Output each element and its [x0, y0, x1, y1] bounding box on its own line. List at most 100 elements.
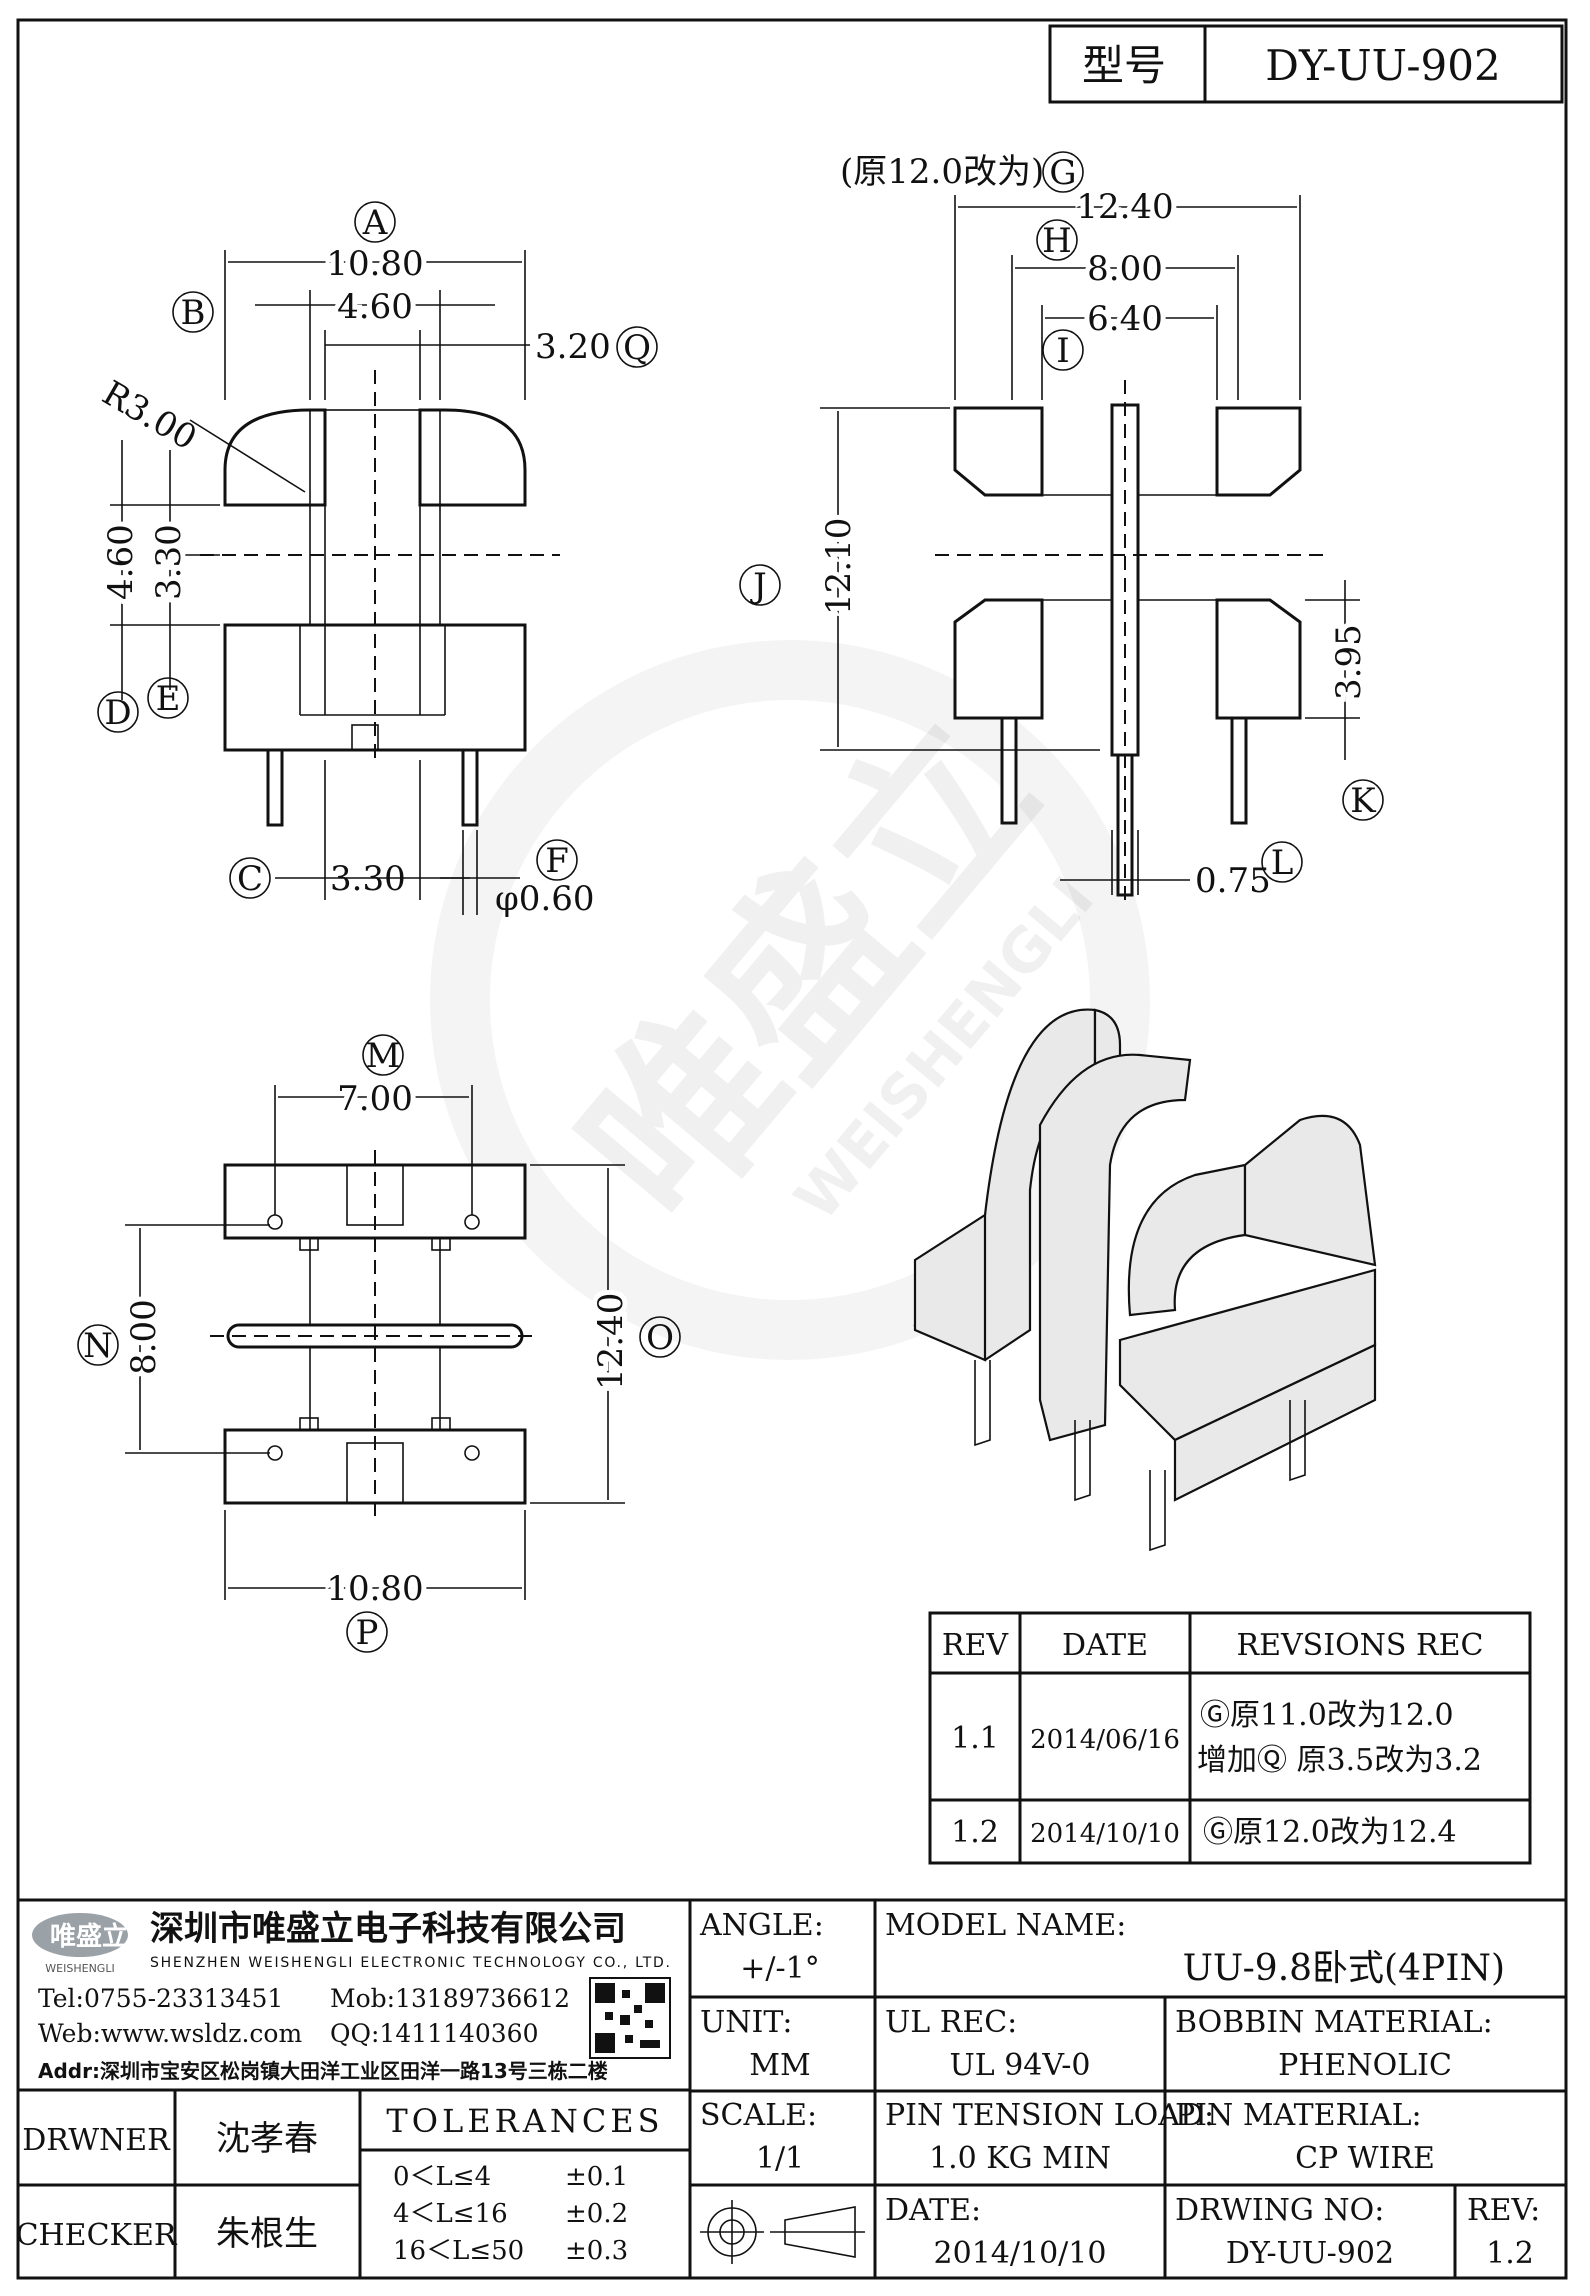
dim-K: 3.95 [1329, 624, 1369, 700]
svg-text:D: D [104, 693, 131, 733]
balloon-O: O [639, 1316, 681, 1358]
side-view-top-right-flange [1215, 406, 1302, 497]
dim-B: 4.60 [337, 287, 413, 327]
dim-L: 0.75 [1195, 861, 1271, 901]
type-label: 型号 [1082, 41, 1166, 90]
svg-text:F: F [545, 841, 569, 881]
tol-1-value: ±0.1 [565, 2162, 628, 2192]
projection-symbol [700, 2200, 865, 2264]
dim-G-note: (原12.0改为) [840, 152, 1044, 192]
company-name-cn: 深圳市唯盛立电子科技有限公司 [150, 1909, 626, 1949]
rev-row1-date: 2014/06/16 [1030, 1725, 1180, 1755]
dim-Q: 3.20 [535, 327, 611, 367]
sheet-border [16, 18, 1568, 2280]
scale-value: 1/1 [756, 2141, 804, 2176]
company-addr: Addr:深圳市宝安区松岗镇大田洋工业区田洋一路13号三栋二楼 [38, 2059, 608, 2083]
balloon-E: E [147, 677, 189, 719]
balloon-I: I [1042, 329, 1084, 371]
rev-header-rec: REVSIONS REC [1237, 1628, 1484, 1663]
company-qq: QQ:1411140360 [330, 2019, 538, 2048]
svg-text:B: B [181, 293, 206, 333]
dim-O: 12.40 [591, 1293, 631, 1390]
svg-text:L: L [1271, 843, 1294, 883]
dim-G: 12.40 [1076, 187, 1173, 227]
svg-text:C: C [237, 859, 263, 899]
front-view-pin-right [461, 748, 479, 827]
rev-row2-rev: 1.2 [951, 1815, 999, 1850]
dim-J: 12.10 [819, 518, 859, 615]
balloon-C: C [229, 857, 271, 899]
svg-text:H: H [1042, 221, 1072, 261]
dim-H: 8.00 [1087, 249, 1163, 289]
drawer-value: 沈孝春 [216, 2119, 318, 2159]
pin-tension-value: 1.0 KG MIN [929, 2141, 1111, 2176]
tol-2-value: ±0.2 [565, 2199, 628, 2229]
rev-header-rev: REV [942, 1628, 1009, 1663]
svg-text:O: O [646, 1318, 674, 1358]
bobbin-material-label: BOBBIN MATERIAL: [1175, 2005, 1493, 2040]
tol-1-range: 0＜L≤4 [393, 2162, 491, 2192]
dim-D: 4.60 [101, 524, 141, 600]
checker-value: 朱根生 [216, 2214, 318, 2254]
rev-row1-rev: 1.1 [951, 1721, 999, 1756]
tol-2-range: 4＜L≤16 [393, 2199, 508, 2229]
front-view-pin-mid [351, 724, 379, 751]
balloon-N: N [77, 1324, 119, 1366]
rev-value: 1.2 [1486, 2236, 1534, 2271]
balloon-A: A [354, 201, 396, 243]
company-logo-sub: WEISHENGLI [45, 1962, 114, 1975]
balloon-F: F [536, 839, 578, 881]
dim-C: 3.30 [330, 859, 406, 899]
model-code: DY-UU-902 [1265, 41, 1500, 90]
drawing-no-value: DY-UU-902 [1226, 2236, 1394, 2271]
rev-row2-date: 2014/10/10 [1030, 1819, 1180, 1849]
pin-material-label: PIN MATERIAL: [1175, 2098, 1422, 2133]
balloon-P: P [346, 1611, 388, 1653]
revision-table: REV DATE REVSIONS REC 1.1 2014/06/16 Ⓖ原1… [928, 1611, 1532, 1865]
dim-R: R3.00 [96, 373, 204, 458]
front-view-right-dome [418, 408, 527, 507]
date-value: 2014/10/10 [934, 2236, 1107, 2271]
side-view-pin-right [1230, 716, 1248, 825]
company-mob: Mob:13189736612 [330, 1984, 570, 2013]
balloon-Q: Q [616, 326, 658, 368]
dim-A: 10.80 [326, 244, 423, 284]
dim-N: 8.00 [124, 1299, 164, 1375]
side-view-bottom-right-flange [1215, 598, 1302, 720]
side-view-bottom-left-flange [953, 598, 1044, 720]
company-web: Web:www.wsldz.com [38, 2019, 302, 2048]
unit-label: UNIT: [700, 2005, 792, 2040]
tol-3-value: ±0.3 [565, 2236, 628, 2266]
side-view-pin-left [1000, 716, 1018, 825]
pin-material-value: CP WIRE [1295, 2141, 1435, 2176]
svg-text:N: N [83, 1326, 113, 1366]
angle-label: ANGLE: [699, 1908, 824, 1943]
qr-code [589, 1977, 671, 2059]
tol-3-range: 16＜L≤50 [393, 2236, 524, 2266]
header-model-box: 型号 DY-UU-902 [1048, 24, 1564, 104]
svg-text:唯盛立: 唯盛立 [50, 1921, 128, 1952]
isometric-view [913, 1008, 1377, 1552]
company-name-en: SHENZHEN WEISHENGLI ELECTRONIC TECHNOLOG… [150, 1955, 670, 1971]
balloon-D: D [97, 691, 139, 733]
balloon-L: L [1261, 841, 1303, 883]
svg-text:M: M [366, 1036, 401, 1076]
unit-value: MM [749, 2048, 810, 2083]
side-view-top-left-flange [953, 406, 1044, 497]
rev-label: REV: [1467, 2193, 1540, 2228]
balloon-M: M [362, 1034, 404, 1076]
balloon-H: H [1036, 219, 1078, 261]
dim-F: φ0.60 [495, 879, 595, 919]
ul-rec-value: UL 94V-0 [949, 2048, 1090, 2083]
balloon-J: J [739, 564, 781, 606]
svg-text:E: E [156, 679, 181, 719]
dim-I: 6.40 [1087, 299, 1163, 339]
company-tel: Tel:0755-23313451 [38, 1984, 283, 2013]
drawing-no-label: DRWING NO: [1175, 2193, 1384, 2228]
bobbin-material-value: PHENOLIC [1278, 2048, 1452, 2083]
bottom-view: 7.00 8.00 12.40 10.80 M N O P [77, 1034, 681, 1653]
title-block: 唯盛立 WEISHENGLI 深圳市唯盛立电子科技有限公司 SHENZHEN W… [16, 1898, 1566, 2278]
front-view-pin-left [266, 748, 284, 827]
svg-text:I: I [1056, 331, 1069, 371]
